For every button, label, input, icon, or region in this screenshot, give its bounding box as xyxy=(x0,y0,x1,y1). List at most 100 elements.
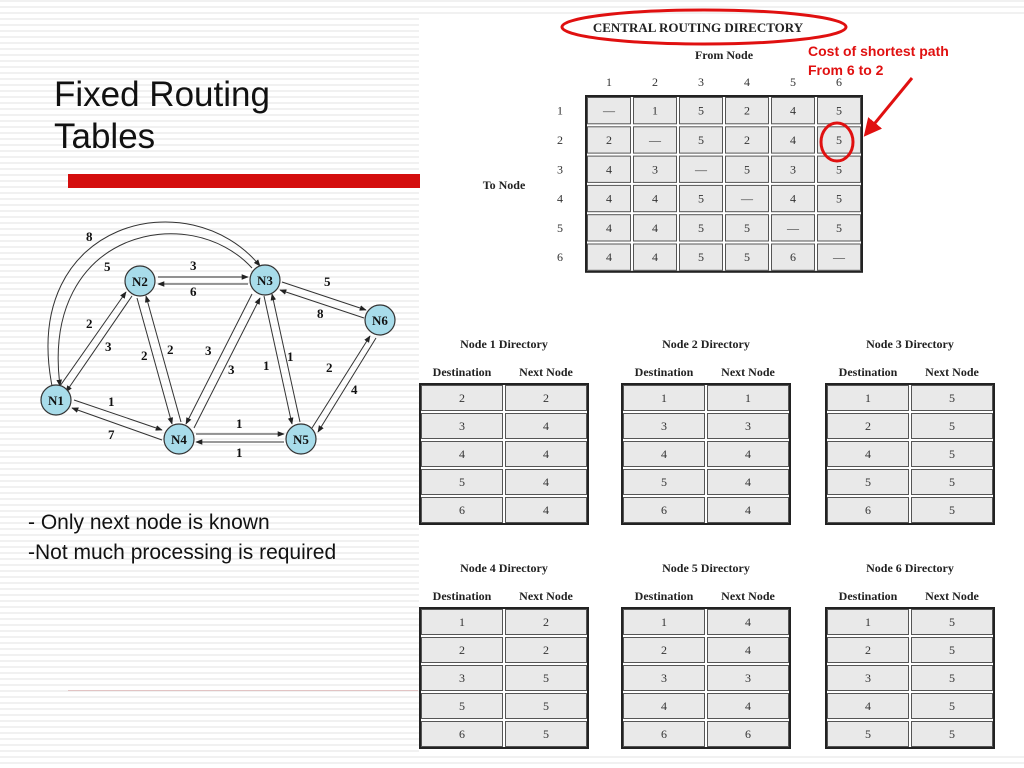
directory-cell xyxy=(827,413,909,439)
directory-cell-value: 5 xyxy=(949,447,955,461)
graph-edge xyxy=(47,221,261,387)
central-cell xyxy=(679,155,723,183)
central-cell-value: 4 xyxy=(606,250,612,264)
directory-cell-value: 4 xyxy=(661,447,667,461)
central-cell xyxy=(771,214,815,242)
directory-cell-value: 5 xyxy=(543,727,549,741)
node-n1 xyxy=(40,384,72,416)
directory-cell-value: 5 xyxy=(459,475,465,489)
directory-cell xyxy=(911,609,993,635)
directory-cell xyxy=(623,441,705,467)
directory-cell-value: 4 xyxy=(865,447,871,461)
central-cell-value: 4 xyxy=(606,192,612,206)
central-cell-value: 2 xyxy=(744,133,750,147)
edge-cost: 3 xyxy=(190,258,197,273)
directory-cell xyxy=(623,665,705,691)
directory-cell-value: 3 xyxy=(459,671,465,685)
graph-edge xyxy=(311,335,371,429)
directory-cell-value: 3 xyxy=(661,419,667,433)
directory-cell xyxy=(505,637,587,663)
graph-edge xyxy=(73,399,163,431)
directory-cell-value: 5 xyxy=(949,643,955,657)
directory-cell xyxy=(911,441,993,467)
central-cell-value: 3 xyxy=(652,162,658,176)
directory-cell-value: 2 xyxy=(865,643,871,657)
directory-cell xyxy=(421,385,503,411)
directory-cell xyxy=(421,637,503,663)
graph-edge xyxy=(270,293,301,423)
directory-cell-value: 4 xyxy=(745,503,751,517)
directory-cell xyxy=(707,441,789,467)
central-cell-value: 5 xyxy=(698,104,704,118)
row-header: 1 xyxy=(557,104,563,118)
central-cell xyxy=(771,243,815,271)
directory-cell-value: 4 xyxy=(745,643,751,657)
graph-edge xyxy=(144,295,182,423)
central-cell xyxy=(771,184,815,213)
directory-cell xyxy=(505,609,587,635)
central-cell-value: 5 xyxy=(744,221,750,235)
central-cell xyxy=(633,155,677,183)
directory-cell xyxy=(911,693,993,719)
node-n3 xyxy=(249,264,281,296)
central-cell-value: — xyxy=(786,221,800,235)
directory-cell xyxy=(707,637,789,663)
directory-cell xyxy=(421,721,503,747)
edge-cost: 6 xyxy=(190,284,197,299)
directory-cell xyxy=(707,497,789,523)
directory-header: Destination xyxy=(635,365,694,379)
directory-cell xyxy=(911,469,993,495)
directory-cell xyxy=(623,693,705,719)
edge-cost: 1 xyxy=(236,416,243,431)
central-cell xyxy=(817,243,861,271)
bullet-item: - Only next node is known xyxy=(28,511,270,534)
central-cell xyxy=(633,97,677,125)
directory-cell xyxy=(623,497,705,523)
central-cell xyxy=(725,126,769,154)
edge-cost: 3 xyxy=(105,339,112,354)
directory-cell xyxy=(911,497,993,523)
central-cell xyxy=(587,214,631,242)
edge-cost: 4 xyxy=(351,382,358,397)
directory-cell xyxy=(827,385,909,411)
node-label: N3 xyxy=(257,273,273,288)
directory-cell-value: 4 xyxy=(543,419,549,433)
edge-cost: 3 xyxy=(228,362,235,377)
directory-header: Destination xyxy=(635,589,694,603)
graph-edge xyxy=(136,297,174,425)
directory-cell-value: 2 xyxy=(543,615,549,629)
directory-cell-value: 1 xyxy=(865,391,871,405)
central-cell-value: — xyxy=(832,250,846,264)
directory-cell xyxy=(707,413,789,439)
central-cell-value: 5 xyxy=(698,221,704,235)
graph-edge xyxy=(65,295,133,393)
directory-border xyxy=(825,607,995,749)
directory-cell-value: 2 xyxy=(543,391,549,405)
central-cell xyxy=(771,155,815,183)
central-cell-value: 2 xyxy=(744,104,750,118)
node-n4 xyxy=(163,423,195,455)
directory-cell xyxy=(827,693,909,719)
row-header: 2 xyxy=(557,133,563,147)
slide-title: Fixed Routing Tables xyxy=(54,75,270,156)
graph-edge xyxy=(71,407,163,441)
directory-border xyxy=(419,383,589,525)
central-directory-title: CENTRAL ROUTING DIRECTORY xyxy=(593,20,804,35)
central-cell xyxy=(679,214,723,242)
edge-cost: 1 xyxy=(287,349,294,364)
directory-cell xyxy=(505,385,587,411)
directory-cell-value: 5 xyxy=(543,671,549,685)
column-header: 2 xyxy=(652,75,658,89)
bullet-list: - Only next node is known -Not much proc… xyxy=(28,508,336,568)
directory-cell xyxy=(421,413,503,439)
edge-cost: 2 xyxy=(167,342,174,357)
node-n6 xyxy=(364,304,396,336)
directory-title: Node 4 Directory xyxy=(460,561,548,575)
central-cell-value: 2 xyxy=(606,133,612,147)
edge-cost: 5 xyxy=(104,259,111,274)
directory-header: Next Node xyxy=(721,589,775,603)
directory-cell xyxy=(505,693,587,719)
central-cell-value: 5 xyxy=(836,104,842,118)
central-cell xyxy=(587,155,631,183)
